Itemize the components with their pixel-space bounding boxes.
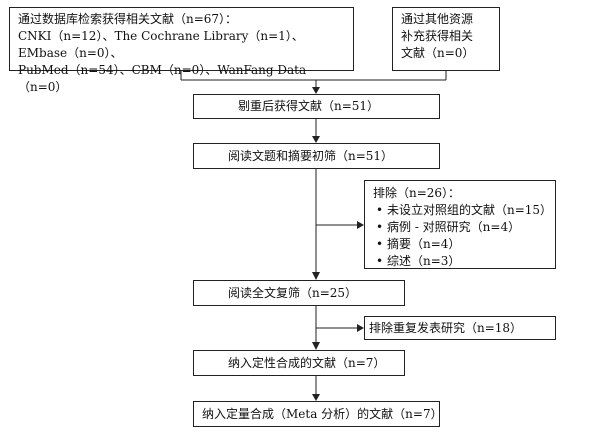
exclusion-list: 未设立对照组的文献（n=15） 病例 - 对照研究（n=4） 摘要（n=4） 综… (373, 202, 552, 270)
dedup-box: 剔重后获得文献（n=51） (193, 94, 440, 119)
duplicate-exclusion-label: 排除重复发表研究（n=18） (369, 321, 523, 335)
database-search-line2: CNKI（n=12）、The Cochrane Library（n=1）、EMb… (18, 29, 304, 60)
quantitative-synthesis-box: 纳入定量合成（Meta 分析）的文献（n=7） (193, 401, 443, 427)
dedup-label: 剔重后获得文献（n=51） (238, 99, 380, 113)
exclusion-header: 排除（n=26）： (373, 186, 461, 200)
other-sources-box: 通过其他资源 补充获得相关 文献（n=0） (392, 7, 500, 71)
exclusion-item: 综述（n=3） (373, 253, 547, 270)
fulltext-screening-label: 阅读全文复筛（n=25） (228, 286, 358, 300)
qualitative-synthesis-box: 纳入定性合成的文献（n=7） (193, 350, 405, 376)
fulltext-screening-box: 阅读全文复筛（n=25） (193, 280, 405, 306)
other-sources-line1: 通过其他资源 (401, 12, 474, 26)
other-sources-line2: 补充获得相关 (401, 29, 474, 43)
duplicate-exclusion-box: 排除重复发表研究（n=18） (364, 316, 556, 340)
database-search-line1: 通过数据库检索获得相关文献（n=67）： (18, 12, 238, 26)
database-search-line3: PubMed（n=54）、CBM（n=0）、WanFang Data（n=0） (18, 63, 307, 94)
quantitative-synthesis-label: 纳入定量合成（Meta 分析）的文献（n=7） (202, 407, 443, 421)
exclusion-item: 未设立对照组的文献（n=15） (373, 202, 552, 219)
exclusion-item: 病例 - 对照研究（n=4） (373, 219, 547, 236)
exclusion-box: 排除（n=26）： 未设立对照组的文献（n=15） 病例 - 对照研究（n=4）… (364, 180, 556, 270)
title-abstract-screening-box: 阅读文题和摘要初筛（n=51） (193, 143, 440, 169)
other-sources-line3: 文献（n=0） (401, 46, 475, 60)
qualitative-synthesis-label: 纳入定性合成的文献（n=7） (228, 356, 386, 370)
exclusion-item: 摘要（n=4） (373, 236, 547, 253)
database-search-box: 通过数据库检索获得相关文献（n=67）： CNKI（n=12）、The Coch… (9, 7, 354, 94)
title-abstract-screening-label: 阅读文题和摘要初筛（n=51） (228, 149, 394, 163)
